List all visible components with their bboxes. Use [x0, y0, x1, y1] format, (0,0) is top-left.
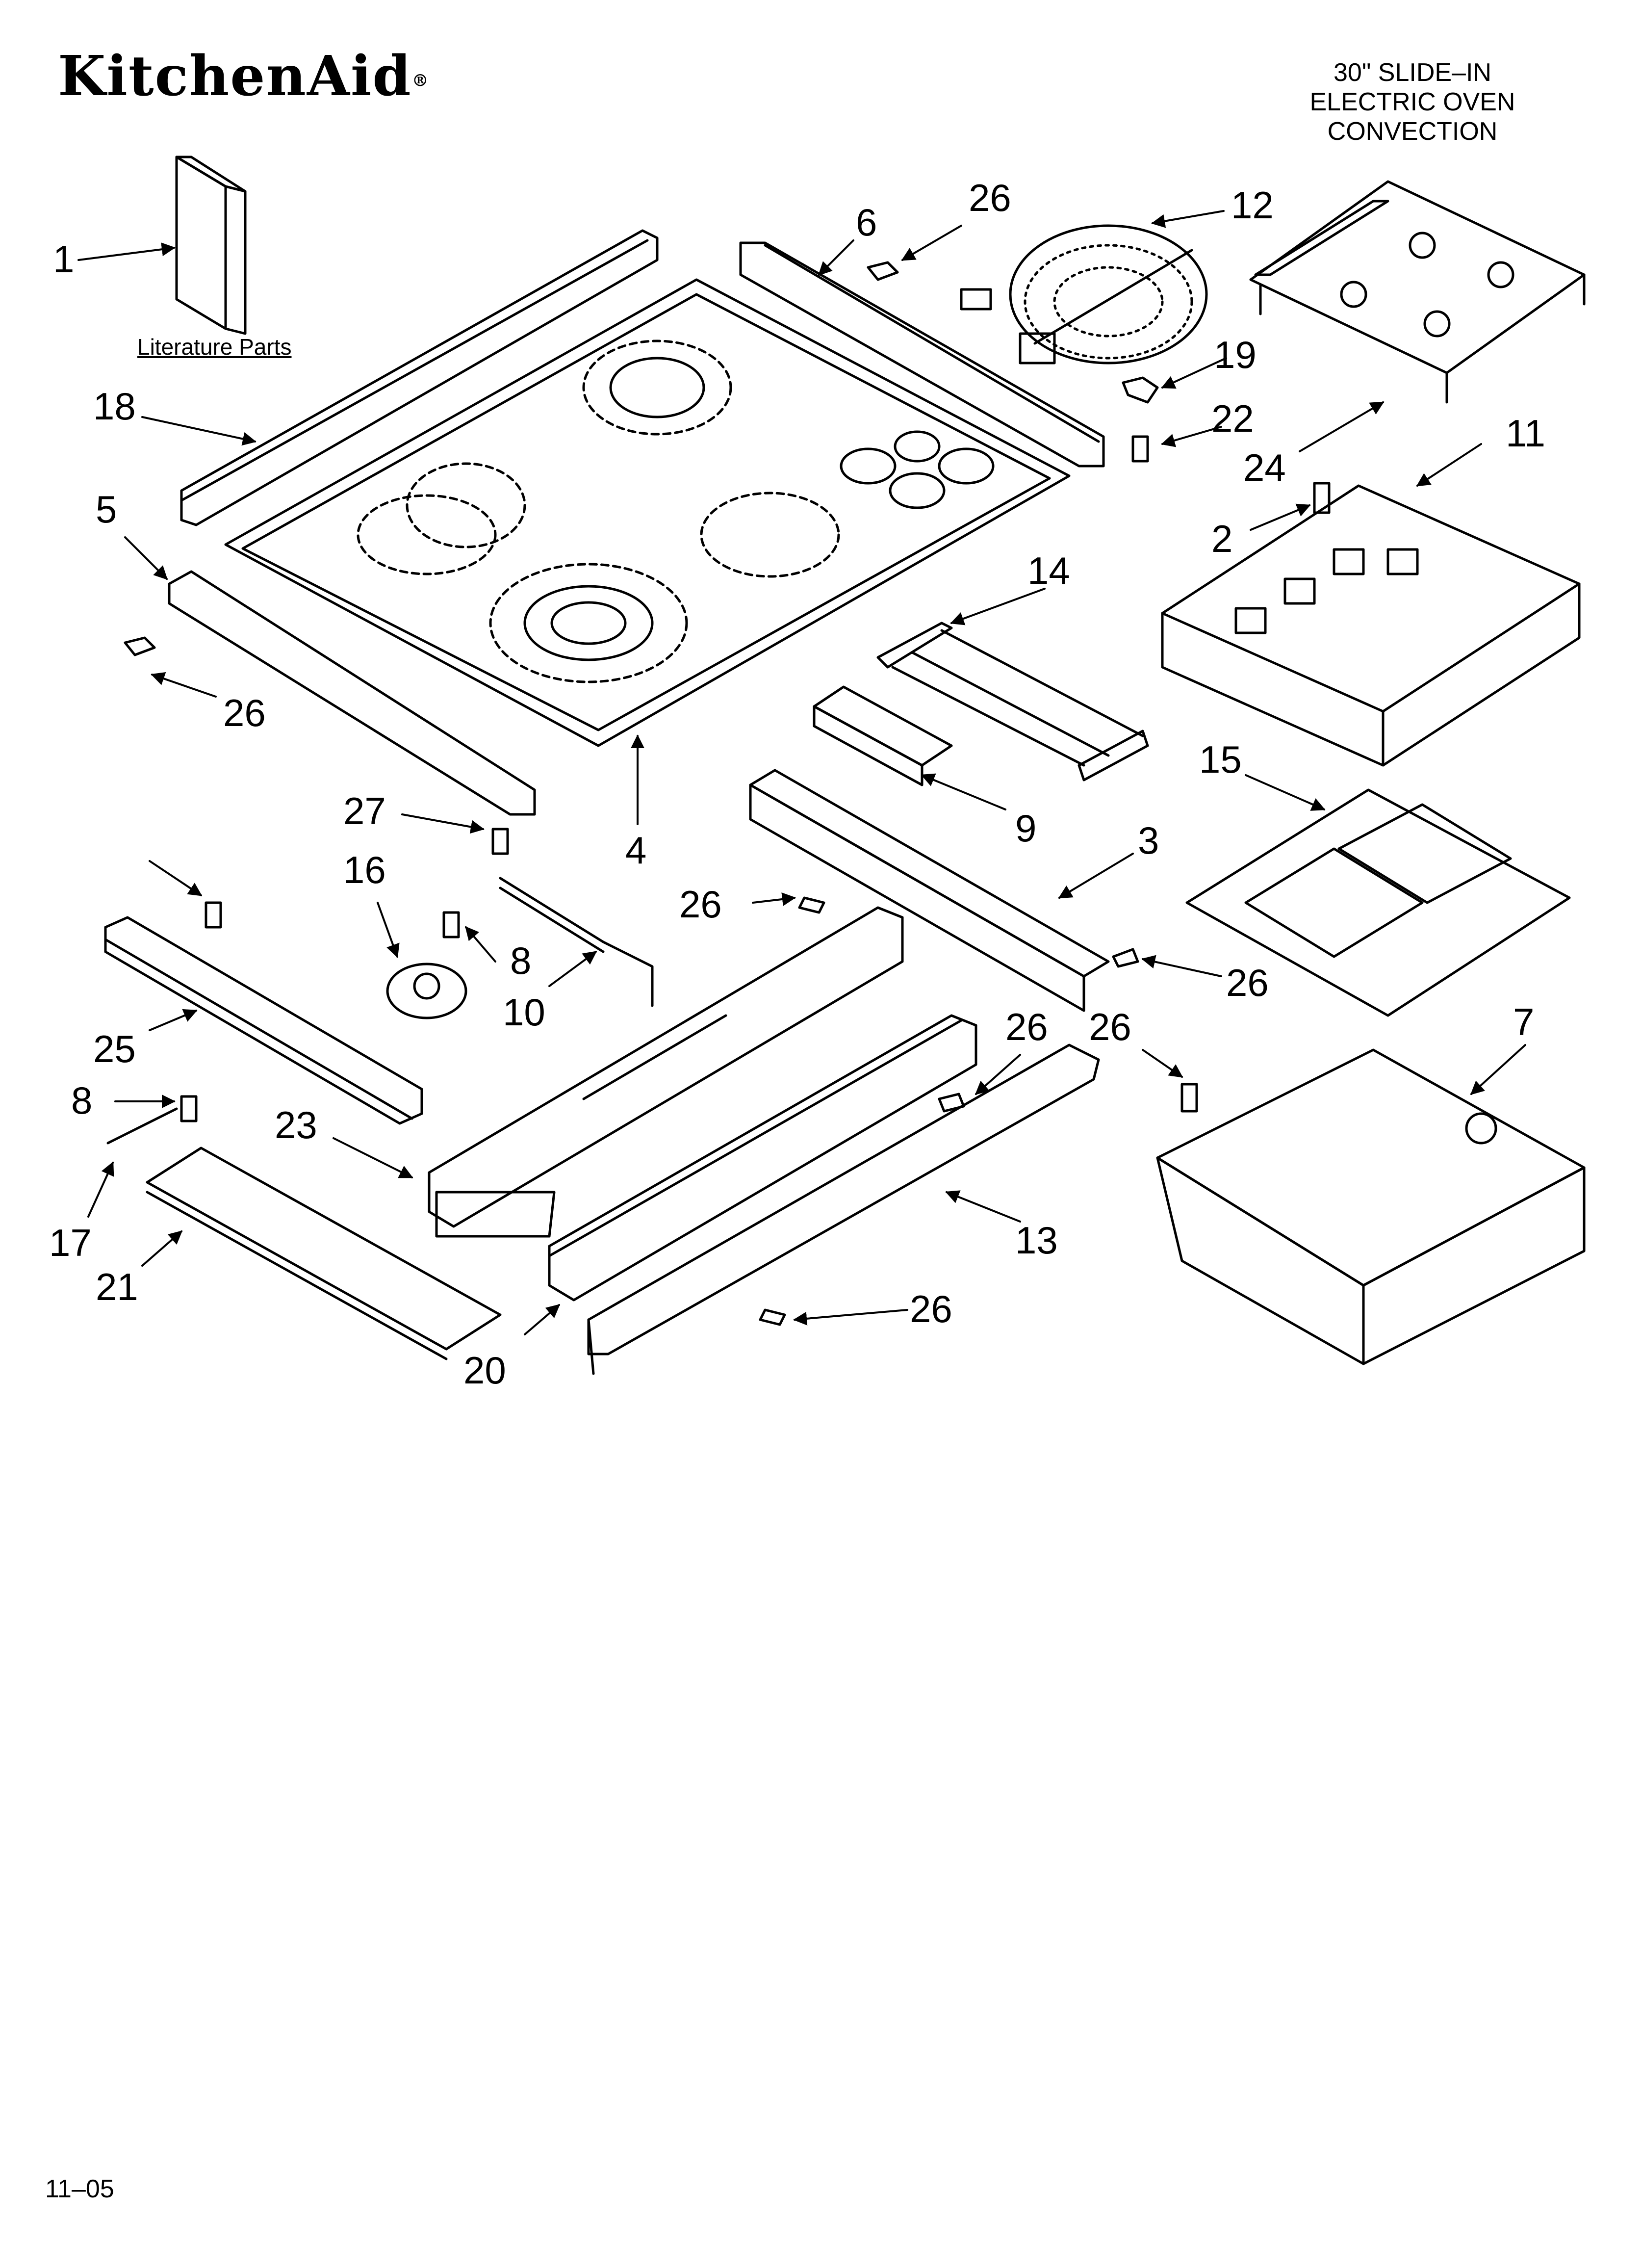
callout-5: 5 [96, 488, 117, 531]
model-line-2: ELECTRIC OVEN [1309, 88, 1515, 116]
callout-19: 19 [1214, 333, 1257, 376]
part-23-vent-panel [428, 906, 904, 1238]
callout-21: 21 [96, 1265, 138, 1308]
callout-25: 25 [93, 1027, 136, 1070]
part-15-base-plate [1185, 788, 1571, 1017]
callout-6: 6 [856, 201, 877, 244]
part-14-ribbon-cable [876, 622, 1149, 782]
callout-26: 26 [1226, 961, 1269, 1004]
part-11-board-plate [1249, 180, 1586, 404]
part-3-side-rail [749, 769, 1110, 1012]
leader-lines [77, 210, 1526, 1335]
callout-4: 4 [625, 829, 646, 872]
callout-8: 8 [71, 1079, 92, 1122]
brand-logo: KitchenAid® [58, 49, 430, 104]
callout-26: 26 [1005, 1005, 1048, 1048]
callout-26: 26 [679, 883, 722, 926]
callout-20: 20 [463, 1349, 506, 1392]
callout-1: 1 [53, 237, 74, 281]
callout-26: 26 [1089, 1005, 1131, 1048]
callout-14: 14 [1027, 549, 1070, 592]
part-10-wire-bracket [499, 877, 654, 1007]
literature-parts-label: Literature Parts [137, 334, 292, 360]
callout-labels: 1 18 5 26 6 26 12 19 22 24 11 2 4 14 9 3… [49, 176, 1545, 1392]
part-6-rear-rail [739, 241, 1105, 468]
part-11-control-box [1161, 484, 1581, 767]
callout-2: 2 [1211, 517, 1232, 560]
callout-9: 9 [1015, 807, 1036, 850]
callout-26: 26 [910, 1287, 952, 1330]
footer-code: 11–05 [45, 2175, 114, 2203]
callout-10: 10 [503, 991, 545, 1034]
part-4-cooktop-glass [224, 278, 1071, 747]
part-9-bracket [813, 685, 953, 786]
callout-26: 26 [969, 176, 1011, 219]
model-title: 30" SLIDE–IN ELECTRIC OVEN CONVECTION [1265, 58, 1560, 146]
part-16-sensor [386, 963, 467, 1019]
model-line-1: 30" SLIDE–IN [1334, 58, 1491, 87]
part-7-lower-box [1156, 1048, 1586, 1365]
callout-16: 16 [343, 848, 386, 891]
part-13-channel [587, 1043, 1100, 1375]
part-20-channel [548, 1014, 977, 1302]
callout-12: 12 [1231, 183, 1274, 227]
callout-22: 22 [1211, 397, 1254, 440]
callout-23: 23 [275, 1103, 317, 1147]
registered-mark: ® [411, 71, 430, 91]
part-5-front-trim [168, 570, 536, 816]
callout-27: 27 [343, 789, 386, 833]
part-12-radiant-element [960, 224, 1208, 365]
callout-26: 26 [223, 691, 266, 734]
callout-8: 8 [510, 939, 531, 982]
small-hardware [124, 261, 1331, 1326]
callout-15: 15 [1199, 738, 1242, 781]
callout-7: 7 [1513, 1000, 1534, 1043]
part-25-rail [104, 916, 423, 1125]
part-1-literature [175, 156, 247, 335]
callout-17: 17 [49, 1221, 92, 1264]
model-line-3: CONVECTION [1327, 117, 1498, 146]
part-17-rod [106, 1107, 178, 1145]
part-18-rear-trim [180, 229, 659, 526]
brand-name: KitchenAid [58, 44, 412, 108]
callout-24: 24 [1243, 446, 1286, 489]
callout-3: 3 [1138, 819, 1159, 862]
callout-11: 11 [1506, 412, 1545, 455]
part-21-bottom-plate [146, 1147, 502, 1360]
callout-18: 18 [93, 385, 136, 428]
callout-13: 13 [1015, 1219, 1058, 1262]
